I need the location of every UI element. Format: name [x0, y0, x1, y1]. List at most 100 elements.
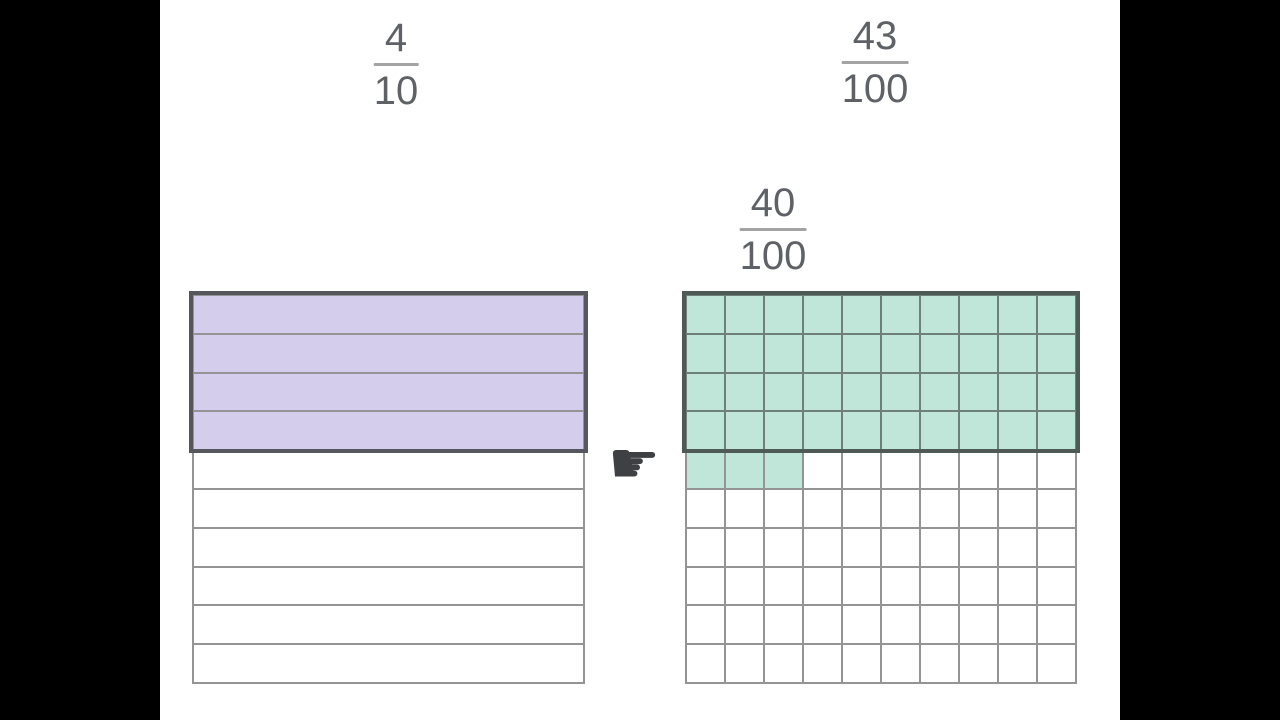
tenths-fraction-grid: [189, 291, 588, 684]
hundredths-cell: [842, 644, 881, 683]
tenths-row: [194, 373, 583, 413]
hundredths-cell: [803, 333, 842, 373]
hundredths-cell: [1037, 644, 1076, 683]
hundredths-cell: [920, 566, 959, 606]
hundredths-cell: [881, 450, 920, 489]
fraction-bar: [841, 61, 909, 64]
hundredths-cell: [959, 527, 998, 567]
fraction-43-over-100: 43 100: [841, 14, 909, 111]
hundredths-cell: [842, 450, 881, 489]
fraction-bar: [739, 228, 807, 231]
hundredths-cell: [998, 566, 1037, 606]
hundredths-cell: [881, 411, 920, 451]
tenths-row: [194, 334, 583, 374]
hundredths-cell: [725, 372, 764, 412]
fraction-denominator: 100: [841, 67, 909, 111]
fraction-numerator: 40: [750, 181, 796, 225]
hundredths-cell: [725, 605, 764, 645]
hundredths-cell: [686, 605, 725, 645]
fraction-numerator: 4: [384, 16, 408, 60]
hundredths-cell: [842, 527, 881, 567]
hundredths-cell: [1037, 488, 1076, 528]
hundredths-cell: [686, 488, 725, 528]
hundredths-cell: [881, 372, 920, 412]
hundredths-cell: [959, 450, 998, 489]
hundredths-cell: [764, 411, 803, 451]
fraction-numerator: 43: [852, 14, 898, 58]
pillarbox-right: [1120, 0, 1280, 720]
hundredths-cell: [803, 605, 842, 645]
hundredths-cell: [764, 488, 803, 528]
hundredths-cell: [725, 295, 764, 334]
hundredths-cell: [725, 527, 764, 567]
hundredths-cell: [881, 605, 920, 645]
hundredths-cell: [920, 450, 959, 489]
hundredths-cell: [764, 644, 803, 683]
hundredths-cells: [685, 294, 1077, 684]
fraction-4-over-10: 4 10: [373, 16, 419, 113]
tenths-row: [194, 606, 583, 646]
hundredths-cell: [686, 450, 725, 489]
hundredths-cell: [764, 566, 803, 606]
hundredths-cell: [803, 527, 842, 567]
hundredths-cell: [959, 295, 998, 334]
hundredths-cell: [1037, 450, 1076, 489]
hundredths-cell: [998, 488, 1037, 528]
hundredths-cell: [920, 411, 959, 451]
tenths-row: [194, 528, 583, 568]
hundredths-cell: [998, 644, 1037, 683]
hundredths-cell: [881, 333, 920, 373]
hundredths-cell: [998, 450, 1037, 489]
hundredths-cell: [764, 372, 803, 412]
hundredths-cell: [959, 488, 998, 528]
hundredths-cell: [686, 566, 725, 606]
hundredths-cell: [803, 566, 842, 606]
hundredths-cell: [803, 450, 842, 489]
hundredths-cell: [998, 605, 1037, 645]
fraction-40-over-100: 40 100: [739, 181, 807, 278]
hundredths-cell: [959, 411, 998, 451]
hundredths-fraction-grid: [682, 291, 1080, 684]
hundredths-cell: [881, 295, 920, 334]
whiteboard-canvas: 4 10 43 100 40 100 ☛: [160, 0, 1120, 720]
fraction-bar: [373, 63, 419, 66]
tenths-row: [194, 489, 583, 529]
hundredths-cell: [881, 488, 920, 528]
hundredths-cell: [920, 488, 959, 528]
tenths-row: [194, 645, 583, 682]
hundredths-cell: [998, 333, 1037, 373]
hundredths-cell: [803, 644, 842, 683]
hundredths-cell: [842, 566, 881, 606]
hundredths-cell: [959, 605, 998, 645]
hundredths-cell: [920, 372, 959, 412]
hundredths-cell: [764, 295, 803, 334]
hundredths-cell: [998, 411, 1037, 451]
hundredths-cell: [842, 295, 881, 334]
hundredths-cell: [920, 644, 959, 683]
tenths-row: [194, 567, 583, 607]
hundredths-cell: [998, 295, 1037, 334]
hundredths-cell: [881, 566, 920, 606]
hundredths-cell: [764, 450, 803, 489]
hundredths-cell: [959, 644, 998, 683]
hundredths-cell: [686, 411, 725, 451]
hundredths-cell: [959, 333, 998, 373]
hundredths-cell: [686, 295, 725, 334]
hundredths-cell: [725, 333, 764, 373]
hundredths-cell: [1037, 566, 1076, 606]
hundredths-cell: [959, 566, 998, 606]
tenths-row: [194, 412, 583, 452]
tenths-rows: [192, 294, 585, 684]
hundredths-cell: [725, 644, 764, 683]
hundredths-cell: [725, 488, 764, 528]
hundredths-cell: [1037, 295, 1076, 334]
hundredths-cell: [803, 411, 842, 451]
hundredths-cell: [686, 527, 725, 567]
hundredths-cell: [881, 644, 920, 683]
hundredths-cell: [920, 527, 959, 567]
hundredths-cell: [764, 527, 803, 567]
fraction-denominator: 10: [373, 69, 419, 113]
hundredths-cell: [998, 527, 1037, 567]
hundredths-cell: [1037, 411, 1076, 451]
